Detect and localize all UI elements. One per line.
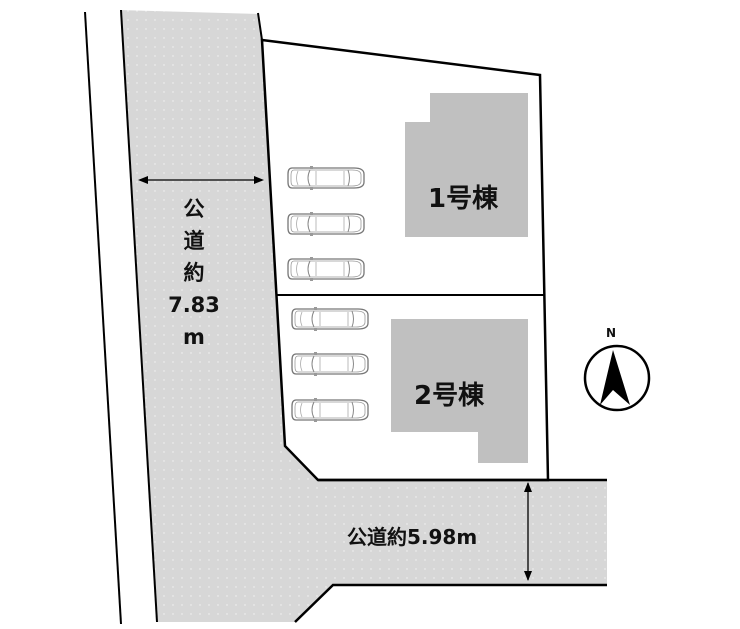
parking-lot-1 [287,165,365,282]
building-2-footprint [391,319,528,463]
building-1-label: 1号棟 [428,184,499,214]
north-label: N [606,326,617,340]
west-road [120,10,607,622]
west-road-label-line: 約 [183,261,205,285]
west-road-label-line: 道 [183,229,205,253]
building-1 [405,93,430,122]
building-2-label: 2号棟 [414,381,485,411]
south-road-bottom-edge [294,583,607,623]
west-road-label-line: m [183,325,205,349]
road-west-edge [120,9,158,623]
north-arrow-icon [583,344,651,412]
west-road-label-line: 7.83 [168,293,220,317]
south-road-label: 公道約5.98m [347,525,478,549]
west-road-dimension-arrow [138,176,264,184]
building-1-footprint [405,93,528,237]
far-west-line [84,11,122,625]
west-road-label-line: 公 [183,197,205,221]
south-road-dimension-arrow [524,482,532,581]
west-road-label: 公 道 約 7.83 m [168,193,220,353]
road-east-edge-top [257,12,263,41]
parking-lot-2 [291,306,369,423]
